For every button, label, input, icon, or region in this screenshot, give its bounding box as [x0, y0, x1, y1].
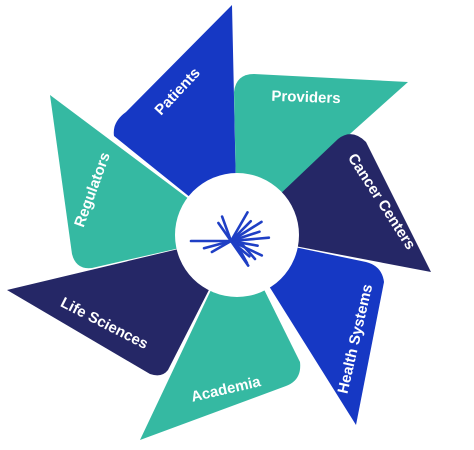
- blade-patients: [113, 5, 237, 235]
- blade-life-sciences: [7, 235, 237, 376]
- blade-label-providers: Providers: [271, 88, 341, 107]
- starburst-logo-icon: [189, 211, 271, 267]
